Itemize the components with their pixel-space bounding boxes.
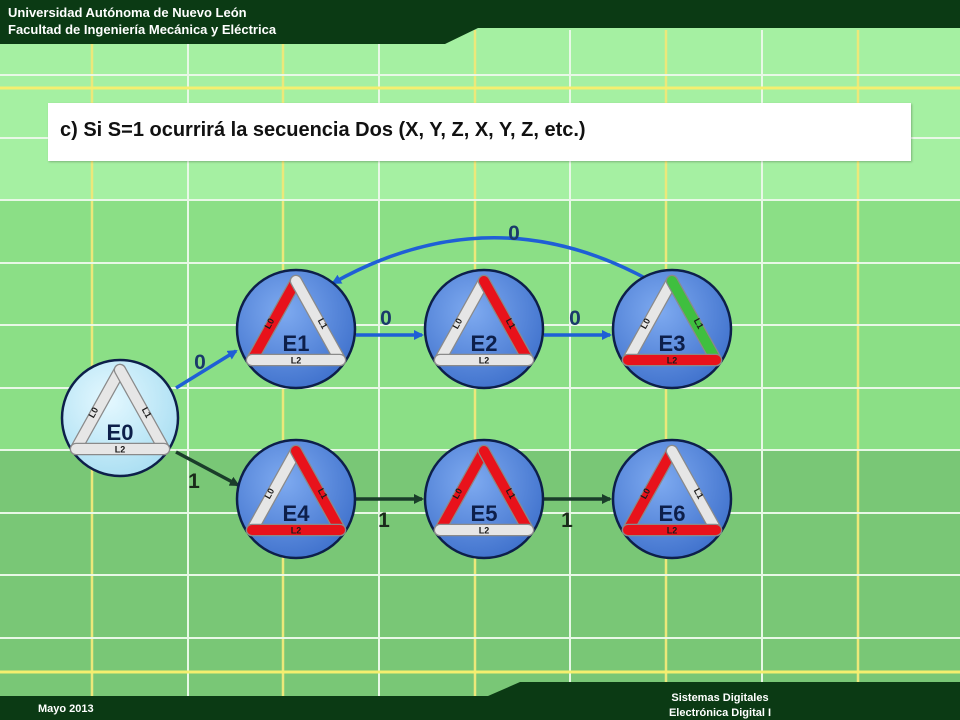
segment-label-l1: L1 — [504, 487, 518, 501]
transition-arrow — [175, 349, 238, 390]
segment-label-l0: L0 — [638, 317, 652, 331]
transition-label: 1 — [188, 470, 200, 493]
segment-label-l2: L2 — [479, 356, 490, 366]
segment-label-l1: L1 — [140, 406, 154, 420]
segment-label-l2: L2 — [115, 445, 126, 455]
state-name: E5 — [471, 501, 498, 526]
transition-label: 0 — [380, 307, 392, 330]
footer-course: Sistemas Digitales — [671, 692, 769, 704]
transition-e0-e4: 1 — [175, 450, 240, 493]
segment-label-l2: L2 — [667, 356, 678, 366]
university-name: Universidad Autónoma de Nuevo León — [8, 5, 247, 20]
state-name: E0 — [107, 420, 134, 445]
segment-label-l0: L0 — [638, 487, 652, 501]
state-name: E6 — [659, 501, 686, 526]
transition-label: 0 — [194, 351, 206, 374]
transition-e0-e1: 0 — [175, 349, 238, 390]
transition-label: 1 — [561, 509, 573, 532]
segment-label-l2: L2 — [479, 526, 490, 536]
segment-label-l1: L1 — [692, 487, 706, 501]
segment-label-l0: L0 — [450, 487, 464, 501]
segment-l0 — [435, 276, 489, 365]
segment-label-l0: L0 — [262, 487, 276, 501]
segment-l1 — [291, 446, 345, 535]
segment-l1 — [479, 276, 533, 365]
segment-l0 — [247, 446, 301, 535]
segment-label-l0: L0 — [450, 317, 464, 331]
state-name: E4 — [283, 501, 311, 526]
segment-l1 — [479, 446, 533, 535]
slide-title: c) Si S=1 ocurrirá la secuencia Dos (X, … — [60, 119, 586, 141]
segment-label-l1: L1 — [504, 317, 518, 331]
segment-l0 — [623, 446, 677, 535]
transition-label: 1 — [378, 509, 390, 532]
footer-subject: Electrónica Digital I — [668, 707, 772, 719]
transition-arrow — [175, 450, 240, 487]
segment-label-l1: L1 — [316, 317, 330, 331]
faculty-name: Facultad de Ingeniería Mecánica y Eléctr… — [8, 22, 277, 37]
segment-l0 — [435, 446, 489, 535]
transition-e1-e2: 0 — [356, 307, 424, 340]
segment-label-l1: L1 — [316, 487, 330, 501]
transition-label: 0 — [569, 307, 581, 330]
state-name: E1 — [283, 331, 310, 356]
footer-date: Mayo 2013 — [38, 703, 94, 715]
segment-label-l1: L1 — [692, 317, 706, 331]
transition-e2-e3: 0 — [544, 307, 612, 340]
segment-l1 — [291, 276, 345, 365]
segment-label-l0: L0 — [262, 317, 276, 331]
segment-l0 — [623, 276, 677, 365]
segment-label-l2: L2 — [291, 526, 302, 536]
transition-e5-e6: 1 — [544, 494, 612, 532]
segment-l1 — [667, 276, 721, 365]
segment-label-l2: L2 — [667, 526, 678, 536]
transition-e4-e5: 1 — [356, 494, 424, 532]
segment-label-l2: L2 — [291, 356, 302, 366]
segment-l0 — [71, 365, 125, 454]
state-name: E2 — [471, 331, 498, 356]
transition-e3-e1: 0 — [331, 222, 646, 285]
segment-l0 — [247, 276, 301, 365]
segment-l1 — [115, 365, 169, 454]
transition-arrow — [331, 235, 646, 285]
segment-label-l0: L0 — [86, 406, 100, 420]
title-box: c) Si S=1 ocurrirá la secuencia Dos (X, … — [48, 103, 911, 161]
segment-l1 — [667, 446, 721, 535]
transition-label: 0 — [508, 222, 520, 245]
state-name: E3 — [659, 331, 686, 356]
